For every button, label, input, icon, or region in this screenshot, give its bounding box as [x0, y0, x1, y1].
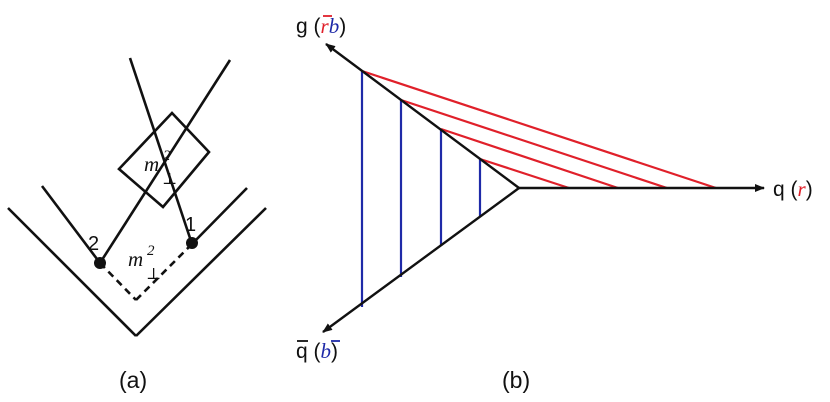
red-line-2: [400, 98, 668, 190]
panel-b-triangle: [322, 43, 765, 333]
point-1-label: 1: [185, 214, 196, 236]
red-line-1: [361, 69, 717, 190]
panel-a-diagram: [7, 57, 267, 337]
point-2-dot: [94, 257, 106, 269]
antiquark-open-paren: (: [308, 340, 321, 363]
quark-close-paren: ): [806, 178, 813, 201]
point-2-label: 2: [88, 233, 99, 255]
antiquark-anti-blue: b: [321, 339, 332, 363]
outer-v-left-line: [7, 207, 137, 337]
antiquark-arm: [322, 187, 520, 333]
dashed-v-right: [135, 243, 193, 301]
quark-name: q: [773, 178, 785, 201]
panel-b-caption: (b): [502, 367, 530, 393]
antiquark-close-paren: ): [331, 340, 338, 363]
panel-a-caption: (a): [119, 367, 147, 393]
outer-v-right-line: [135, 207, 267, 337]
box-label-base: m: [144, 152, 159, 176]
dashed-v-left: [99, 262, 137, 301]
gluon-blue: b: [329, 14, 340, 38]
gluon-label: g (rb): [296, 14, 346, 38]
diamond-box: [117, 111, 211, 209]
dashed-label-sup: 2: [147, 243, 155, 259]
cross-line-right: [128, 57, 194, 245]
inner-v-right-arm: [191, 187, 248, 245]
quark-label: q (r): [773, 177, 813, 201]
gluon-anti-red: r: [321, 14, 330, 38]
gluon-close-paren: ): [339, 15, 346, 38]
inner-v-left-arm: [40, 185, 102, 264]
gluon-arm: [325, 43, 520, 189]
panel-b-blue-lines: [360, 71, 482, 307]
dashed-label: m: [128, 247, 143, 271]
box-label-sup: 2: [163, 148, 171, 164]
antiquark-label: q (b): [296, 339, 338, 363]
quark-red: r: [798, 177, 807, 201]
quark-open-paren: (: [785, 178, 798, 201]
red-line-4: [479, 157, 570, 190]
gluon-open-paren: (: [308, 15, 321, 38]
box-label-sub: ⊥: [162, 171, 177, 188]
point-1-dot: [186, 237, 198, 249]
panel-b-red-lines: [361, 69, 717, 190]
dashed-label-sub: ⊥: [146, 266, 161, 283]
dashed-label-base: m: [128, 247, 143, 271]
box-label: m: [144, 152, 159, 176]
red-line-3: [440, 127, 619, 190]
antiquark-name: q: [296, 340, 308, 363]
gluon-name: g: [296, 15, 308, 38]
